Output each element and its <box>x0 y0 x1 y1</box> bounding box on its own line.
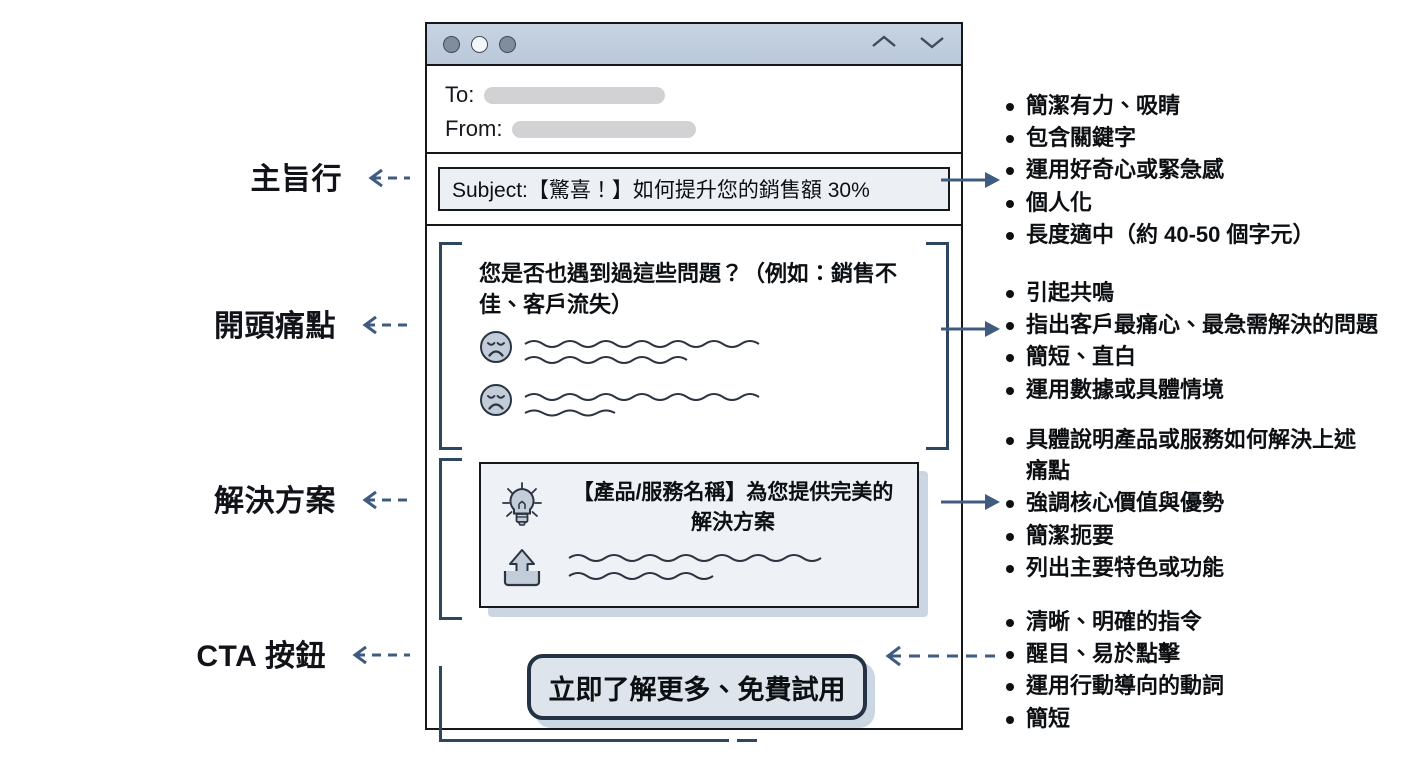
pain-bracket-left <box>439 242 462 451</box>
left-label-cta-button: CTA 按鈕 <box>110 636 410 678</box>
pain-point-section: 您是否也遇到過這些問題？（例如：銷售不佳、客戶流失） <box>439 242 949 451</box>
lightbulb-icon <box>498 480 546 535</box>
window-dot-close-icon[interactable] <box>443 35 460 53</box>
upload-icon <box>498 547 546 594</box>
annotation-list: 引起共鳴 指出客戶最痛心、最急需解決的問題 簡短、直白 運用數據或具體情境 <box>1000 277 1378 405</box>
placeholder-text-lines <box>523 336 793 375</box>
list-item: 指出客戶最痛心、最急需解決的問題 <box>1000 309 1378 340</box>
annotation-group-subject-tips: 簡潔有力、吸睛 包含關鍵字 運用好奇心或緊急感 個人化 長度適中（約 40-50… <box>1000 90 1315 251</box>
dashed-arrow-left-icon <box>354 168 410 193</box>
cta-wrapper: 立即了解更多、免費試用 <box>527 654 875 729</box>
annotation-group-cta-tips: 清晰、明確的指令 醒目、易於點擊 運用行動導向的動詞 簡短 <box>1000 606 1224 735</box>
pain-point-row <box>479 330 927 375</box>
cta-bracket-dash <box>737 739 757 743</box>
window-dot-maximize-icon[interactable] <box>499 35 516 53</box>
list-item: 簡短、直白 <box>1000 341 1378 372</box>
left-label-subject-line: 主旨行 <box>150 160 410 200</box>
to-field-placeholder[interactable] <box>484 86 666 104</box>
email-mockup-window: To: From: Subject:【驚喜！】如何提升您的銷售額 30% 您是否… <box>425 22 963 743</box>
list-item: 具體說明產品或服務如何解決上述痛點 <box>1000 424 1360 486</box>
cta-button[interactable]: 立即了解更多、免費試用 <box>527 654 867 721</box>
list-item: 強調核心價值與優勢 <box>1000 487 1360 518</box>
list-item: 長度適中（約 40-50 個字元） <box>1000 219 1315 250</box>
email-address-headers: To: From: <box>427 66 961 154</box>
sad-face-icon <box>479 383 513 422</box>
dashed-arrow-left-icon <box>338 645 410 670</box>
list-item: 引起共鳴 <box>1000 277 1378 308</box>
list-item: 清晰、明確的指令 <box>1000 606 1224 637</box>
from-row: From: <box>445 112 961 146</box>
solution-card-wrapper: 【產品/服務名稱】為您提供完美的解決方案 <box>479 462 928 618</box>
from-label: From: <box>445 116 503 141</box>
list-item: 運用好奇心或緊急感 <box>1000 154 1315 185</box>
window-titlebar <box>427 24 961 66</box>
pain-bracket-right <box>926 242 949 451</box>
subject-zone: Subject:【驚喜！】如何提升您的銷售額 30% <box>427 154 961 226</box>
left-label-text: 解決方案 <box>214 485 336 518</box>
solution-bracket-left <box>439 458 462 621</box>
annotation-list: 具體說明產品或服務如何解決上述痛點 強調核心價值與優勢 簡潔扼要 列出主要特色或… <box>1000 424 1360 583</box>
solution-card: 【產品/服務名稱】為您提供完美的解決方案 <box>479 462 919 609</box>
placeholder-text-lines <box>567 549 903 590</box>
list-item: 列出主要特色或功能 <box>1000 552 1360 583</box>
to-row: To: <box>445 78 961 112</box>
annotation-group-solution-tips: 具體說明產品或服務如何解決上述痛點 強調核心價值與優勢 簡潔扼要 列出主要特色或… <box>1000 424 1360 584</box>
cta-bracket-left <box>439 666 729 743</box>
dashed-arrow-left-icon <box>348 490 410 515</box>
annotation-group-pain-tips: 引起共鳴 指出客戶最痛心、最急需解決的問題 簡短、直白 運用數據或具體情境 <box>1000 277 1378 406</box>
pain-point-row <box>479 383 927 428</box>
list-item: 包含關鍵字 <box>1000 122 1315 153</box>
solution-icon-column <box>491 474 553 594</box>
left-label-text: 開頭痛點 <box>214 310 336 343</box>
list-item: 運用數據或具體情境 <box>1000 374 1378 405</box>
chevron-up-icon[interactable] <box>871 34 897 55</box>
from-field-placeholder[interactable] <box>512 120 697 138</box>
subject-line-field[interactable]: Subject:【驚喜！】如何提升您的銷售額 30% <box>438 167 950 211</box>
window-chevron-controls[interactable] <box>871 34 945 55</box>
annotation-list: 簡潔有力、吸睛 包含關鍵字 運用好奇心或緊急感 個人化 長度適中（約 40-50… <box>1000 90 1315 250</box>
solution-body: 【產品/服務名稱】為您提供完美的解決方案 <box>563 474 903 594</box>
left-label-opening-pain-point: 開頭痛點 <box>120 307 410 347</box>
list-item: 運用行動導向的動詞 <box>1000 670 1224 701</box>
left-label-text: 主旨行 <box>250 163 342 196</box>
list-item: 簡短 <box>1000 703 1224 734</box>
left-label-text: CTA 按鈕 <box>196 640 326 673</box>
placeholder-text-lines <box>523 389 793 428</box>
sad-face-icon <box>479 330 513 369</box>
annotation-list: 清晰、明確的指令 醒目、易於點擊 運用行動導向的動詞 簡短 <box>1000 606 1224 734</box>
solution-section: 【產品/服務名稱】為您提供完美的解決方案 <box>439 458 949 621</box>
list-item: 簡潔扼要 <box>1000 520 1360 551</box>
left-label-solution: 解決方案 <box>120 482 410 522</box>
cta-section: 立即了解更多、免費試用 <box>439 646 949 756</box>
window-traffic-lights[interactable] <box>443 35 516 53</box>
dashed-arrow-left-icon <box>348 315 410 340</box>
chevron-down-icon[interactable] <box>919 34 945 55</box>
list-item: 醒目、易於點擊 <box>1000 638 1224 669</box>
list-item: 簡潔有力、吸睛 <box>1000 90 1315 121</box>
pain-point-heading: 您是否也遇到過這些問題？（例如：銷售不佳、客戶流失） <box>479 261 898 318</box>
window-dot-minimize-icon[interactable] <box>471 35 488 53</box>
solution-title: 【產品/服務名稱】為您提供完美的解決方案 <box>572 481 894 534</box>
list-item: 個人化 <box>1000 187 1315 218</box>
to-label: To: <box>445 82 475 107</box>
